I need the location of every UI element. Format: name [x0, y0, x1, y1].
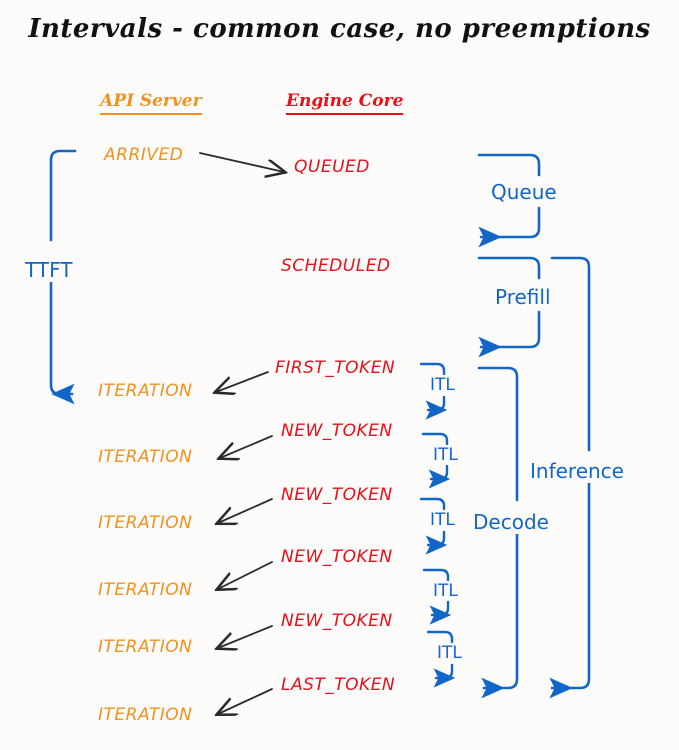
arrow-token-to-iteration: [216, 371, 269, 392]
arrow-token-to-iteration: [218, 625, 273, 648]
state-iteration: ITERATION: [98, 705, 193, 725]
arrow-token-to-iteration: [220, 435, 273, 458]
state-arrived: ARRIVED: [104, 145, 184, 165]
interval-label-ttft: TTFT: [22, 258, 76, 282]
state-scheduled: SCHEDULED: [281, 256, 391, 276]
arrow-token-to-iteration: [218, 498, 273, 523]
state-new-token: NEW_TOKEN: [281, 547, 393, 567]
arrow-arrived-to-queued: [199, 152, 284, 172]
state-queued: QUEUED: [294, 157, 370, 177]
column-header-api-server: API Server: [100, 91, 202, 115]
state-first-token: FIRST_TOKEN: [275, 358, 396, 378]
interval-label-inference: Inference: [527, 459, 627, 483]
interval-label-decode: Decode: [470, 510, 552, 534]
state-iteration: ITERATION: [98, 447, 193, 467]
state-last-token: LAST_TOKEN: [281, 675, 396, 695]
interval-label-itl: ITL: [430, 581, 461, 601]
state-iteration: ITERATION: [98, 580, 193, 600]
interval-label-queue: Queue: [488, 180, 560, 204]
state-iteration: ITERATION: [98, 381, 193, 401]
state-new-token: NEW_TOKEN: [281, 611, 393, 631]
arrow-token-to-iteration: [218, 561, 273, 589]
page-title: Intervals - common case, no preemptions: [28, 14, 651, 44]
interval-label-itl: ITL: [427, 375, 458, 395]
state-new-token: NEW_TOKEN: [281, 485, 393, 505]
state-new-token: NEW_TOKEN: [281, 421, 393, 441]
column-header-engine-core: Engine Core: [286, 91, 404, 115]
state-iteration: ITERATION: [98, 637, 193, 657]
interval-label-itl: ITL: [427, 510, 458, 530]
interval-label-prefill: Prefill: [492, 285, 554, 309]
arrow-token-to-iteration: [218, 688, 273, 714]
interval-label-itl: ITL: [430, 445, 461, 465]
interval-label-itl: ITL: [434, 643, 465, 663]
state-iteration: ITERATION: [98, 513, 193, 533]
